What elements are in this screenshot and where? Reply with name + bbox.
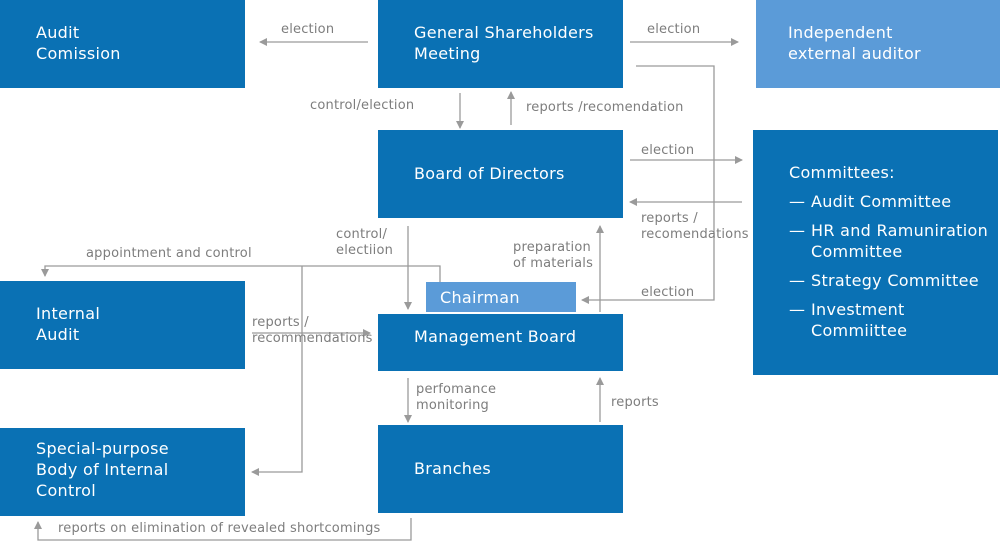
committee-dash: —	[789, 192, 806, 211]
label-control-election-2: control/ electiion	[336, 227, 394, 258]
label-appointment-control: appointment and control	[86, 246, 252, 261]
internal-audit-label: Internal Audit	[36, 304, 101, 344]
label-reports-recommendation: reports /recomendation	[526, 100, 684, 115]
external-auditor-label: Independent external auditor	[788, 23, 921, 63]
arrow-branches-to-special-purpose	[34, 518, 412, 541]
label-reports-recommendations-committees: reports / recomendations	[641, 211, 749, 242]
label-election-committees: election	[641, 143, 695, 158]
board-of-directors-box: Board of Directors	[378, 130, 623, 218]
committees-title: Committees:	[789, 163, 895, 182]
committee-item-strategy: — Strategy Committee	[789, 270, 998, 291]
label-reports-elimination: reports on elimination of revealed short…	[58, 521, 381, 536]
management-board-label: Management Board	[414, 327, 577, 346]
label-control-election: control/election	[310, 98, 415, 113]
committee-dash: —	[789, 300, 806, 319]
branches-label: Branches	[414, 459, 492, 478]
chairman-label: Chairman	[440, 288, 520, 307]
arrow-gsm-to-chairman	[581, 65, 715, 304]
label-reports-recommendations-audit: reports / recommendations	[252, 315, 373, 346]
arrow-chairman-to-internal-audit	[41, 265, 441, 282]
committee-item-label: Strategy Committee	[811, 271, 979, 290]
shareholders-meeting-box: General Shareholders Meeting	[378, 0, 623, 88]
management-board-box: Management Board	[378, 314, 623, 371]
board-of-directors-label: Board of Directors	[414, 164, 565, 183]
label-election-chairman: election	[641, 285, 695, 300]
committee-dash: —	[789, 221, 806, 240]
branches-box: Branches	[378, 425, 623, 513]
internal-audit-box: Internal Audit	[0, 281, 245, 369]
committee-dash: —	[789, 271, 806, 290]
committee-item-label: HR and Ramuniration Committee	[811, 221, 989, 261]
committee-item-audit: — Audit Committee	[789, 191, 998, 212]
label-election-right: election	[647, 22, 701, 37]
committees-box: Committees: — Audit Committee — HR and R…	[753, 130, 998, 375]
arrow-chairman-to-special-purpose	[251, 266, 303, 476]
committee-item-label: Investment Commiittee	[811, 300, 908, 340]
audit-commission-label: Audit Comission	[36, 23, 121, 63]
committee-item-investment: — Investment Commiittee	[789, 299, 998, 341]
audit-commission-box: Audit Comission	[0, 0, 245, 88]
label-reports-branches: reports	[611, 395, 659, 410]
label-performance-monitoring: perfomance monitoring	[416, 382, 497, 413]
shareholders-meeting-label: General Shareholders Meeting	[414, 23, 594, 63]
committee-item-label: Audit Committee	[811, 192, 952, 211]
external-auditor-box: Independent external auditor	[756, 0, 1000, 88]
chairman-box: Chairman	[426, 282, 576, 312]
committee-item-hr: — HR and Ramuniration Committee	[789, 220, 998, 262]
special-purpose-body-label: Special-purpose Body of Internal Control	[36, 439, 169, 500]
label-election-left: election	[281, 22, 335, 37]
special-purpose-body-box: Special-purpose Body of Internal Control	[0, 428, 245, 516]
label-preparation-materials: preparation of materials	[513, 240, 594, 271]
